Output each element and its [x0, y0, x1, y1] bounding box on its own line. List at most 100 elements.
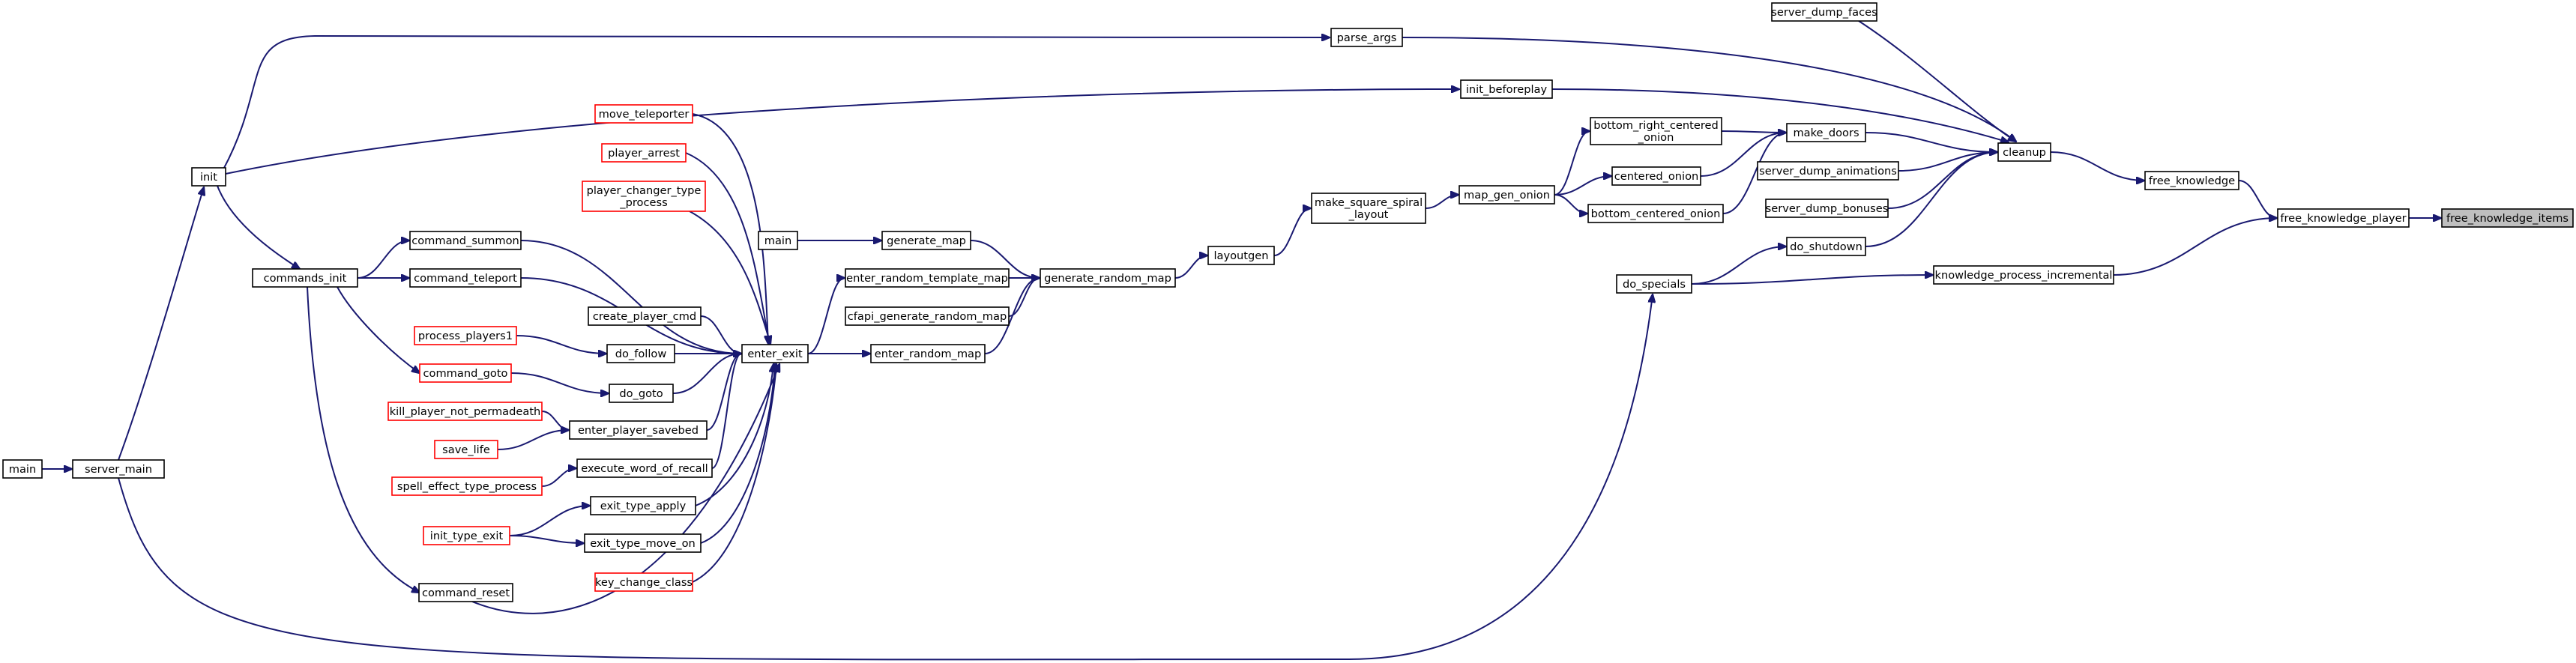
edge-commands_init-to-command_reset — [307, 286, 420, 593]
node-free-knowledge-items[interactable]: free_knowledge_items — [2441, 208, 2574, 228]
node-layoutgen[interactable]: layoutgen — [1207, 246, 1275, 265]
node-main-b[interactable]: main — [2, 459, 43, 479]
node-label: server_main — [85, 463, 152, 476]
node-exit-type-move-on[interactable]: exit_type_move_on — [584, 533, 702, 553]
node-label: knowledge_process_incremental — [1935, 269, 2113, 282]
node-init-beforeplay[interactable]: init_beforeplay — [1460, 79, 1553, 99]
node-label: execute_word_of_recall — [581, 462, 708, 475]
edge-generate_map-to-generate_random_map — [970, 240, 1040, 278]
node-box — [191, 167, 226, 187]
node-label: do_follow — [615, 348, 667, 360]
node-label: init — [200, 171, 217, 184]
node-do-goto[interactable]: do_goto — [609, 384, 674, 403]
node-bottom-centered-onion[interactable]: bottom_centered_onion — [1587, 204, 1724, 223]
node-player-changer-type-process[interactable]: player_changer_type_process — [582, 181, 706, 212]
node-centered-onion[interactable]: centered_onion — [1611, 166, 1701, 186]
node-box — [1616, 274, 1692, 294]
node-label: cleanup — [2003, 146, 2046, 159]
node-box — [594, 572, 693, 592]
node-label: exit_type_move_on — [590, 537, 696, 550]
edge-enter_random_map-to-generate_random_map — [984, 278, 1040, 354]
node-box — [2277, 208, 2410, 228]
node-box — [1207, 246, 1275, 265]
node-server-main[interactable]: server_main — [72, 459, 165, 479]
node-box — [845, 306, 1010, 326]
node-do-shutdown[interactable]: do_shutdown — [1786, 237, 1866, 256]
node-cfapi-generate-random-map[interactable]: cfapi_generate_random_map — [845, 306, 1010, 326]
node-server-dump-animations[interactable]: server_dump_animations — [1757, 161, 1899, 181]
edge-cfapi_generate_random_map-to-generate_random_map — [1008, 278, 1040, 317]
node-box — [601, 143, 687, 163]
node-player-arrest[interactable]: player_arrest — [601, 143, 687, 163]
node-enter-random-map[interactable]: enter_random_map — [870, 344, 986, 363]
node-label: save_life — [442, 443, 490, 456]
node-key-change-class[interactable]: key_change_class — [594, 572, 693, 592]
node-process-players1[interactable]: process_players1 — [414, 326, 517, 345]
node-box — [881, 231, 971, 250]
node-box — [870, 344, 986, 363]
node-generate-map[interactable]: generate_map — [881, 231, 971, 250]
node-label: key_change_class — [595, 576, 693, 589]
node-label: cfapi_generate_random_map — [848, 310, 1007, 323]
edge-layoutgen-to-make_square_spiral_layout — [1273, 208, 1311, 256]
node-box — [2, 459, 43, 479]
node-command-summon[interactable]: command_summon — [409, 231, 522, 250]
node-init[interactable]: init — [191, 167, 226, 187]
node-label: command_summon — [411, 234, 519, 247]
node-bottom-right-centered-onion[interactable]: bottom_right_centered_onion — [1590, 117, 1722, 145]
node-box — [2144, 171, 2239, 190]
node-enter-random-template-map[interactable]: enter_random_template_map — [845, 268, 1010, 288]
node-free-knowledge-player[interactable]: free_knowledge_player — [2277, 208, 2410, 228]
node-box — [434, 440, 498, 459]
node-do-specials[interactable]: do_specials — [1616, 274, 1692, 294]
node-main-a[interactable]: main — [758, 231, 798, 250]
node-label: generate_random_map — [1044, 272, 1171, 285]
node-generate-random-map[interactable]: generate_random_map — [1040, 268, 1176, 288]
node-exit-type-apply[interactable]: exit_type_apply — [590, 496, 696, 515]
edge-kill_player_not_permadeath-to-enter_player_savebed — [541, 411, 569, 430]
node-label: map_gen_onion — [1464, 189, 1550, 202]
node-box — [1757, 161, 1899, 181]
node-knowledge-process-incremental[interactable]: knowledge_process_incremental — [1933, 265, 2114, 285]
node-command-reset[interactable]: command_reset — [418, 583, 513, 602]
node-commands-init[interactable]: commands_init — [252, 268, 358, 288]
node-move-teleporter[interactable]: move_teleporter — [594, 104, 693, 124]
node-box — [1611, 166, 1701, 186]
node-do-follow[interactable]: do_follow — [606, 344, 675, 363]
edge-enter_player_savebed-to-enter_exit — [706, 354, 741, 431]
node-label: do_specials — [1623, 278, 1686, 291]
node-save-life[interactable]: save_life — [434, 440, 498, 459]
node-spell-effect-type-process[interactable]: spell_effect_type_process — [391, 476, 543, 496]
node-command-goto[interactable]: command_goto — [419, 363, 512, 383]
edge-command_summon-to-enter_exit — [520, 240, 741, 354]
node-command-teleport[interactable]: command_teleport — [409, 268, 522, 288]
node-cleanup[interactable]: cleanup — [1997, 142, 2051, 162]
node-label: init_type_exit — [430, 530, 504, 542]
node-box — [590, 496, 696, 515]
node-label: parse_args — [1337, 31, 1397, 44]
node-label: kill_player_not_permadeath — [390, 405, 541, 418]
node-enter-player-savebed[interactable]: enter_player_savebed — [569, 420, 708, 440]
node-init-type-exit[interactable]: init_type_exit — [423, 526, 510, 545]
node-kill-player-not-permadeath[interactable]: kill_player_not_permadeath — [387, 402, 543, 421]
node-box — [588, 306, 702, 326]
node-make-doors[interactable]: make_doors — [1786, 123, 1866, 142]
node-server-dump-faces[interactable]: server_dump_faces — [1771, 2, 1877, 22]
edge-commands_init-to-command_summon — [357, 240, 409, 279]
node-box — [569, 420, 708, 440]
node-enter-exit[interactable]: enter_exit — [741, 344, 809, 363]
node-free-knowledge[interactable]: free_knowledge — [2144, 171, 2239, 190]
node-label: do_goto — [619, 387, 663, 400]
node-create-player-cmd[interactable]: create_player_cmd — [588, 306, 702, 326]
node-label: _onion — [1638, 131, 1674, 144]
node-server-dump-bonuses[interactable]: server_dump_bonuses — [1765, 199, 1889, 218]
node-box — [609, 384, 674, 403]
node-map-gen-onion[interactable]: map_gen_onion — [1459, 185, 1555, 205]
node-label: generate_map — [887, 234, 966, 247]
node-execute-word-of-recall[interactable]: execute_word_of_recall — [576, 458, 713, 478]
node-box — [252, 268, 358, 288]
node-box — [419, 363, 512, 383]
node-label: make_square_spiral — [1315, 196, 1423, 209]
node-parse-args[interactable]: parse_args — [1330, 28, 1403, 47]
node-make-square-spiral-layout[interactable]: make_square_spiral_layout — [1311, 193, 1426, 224]
